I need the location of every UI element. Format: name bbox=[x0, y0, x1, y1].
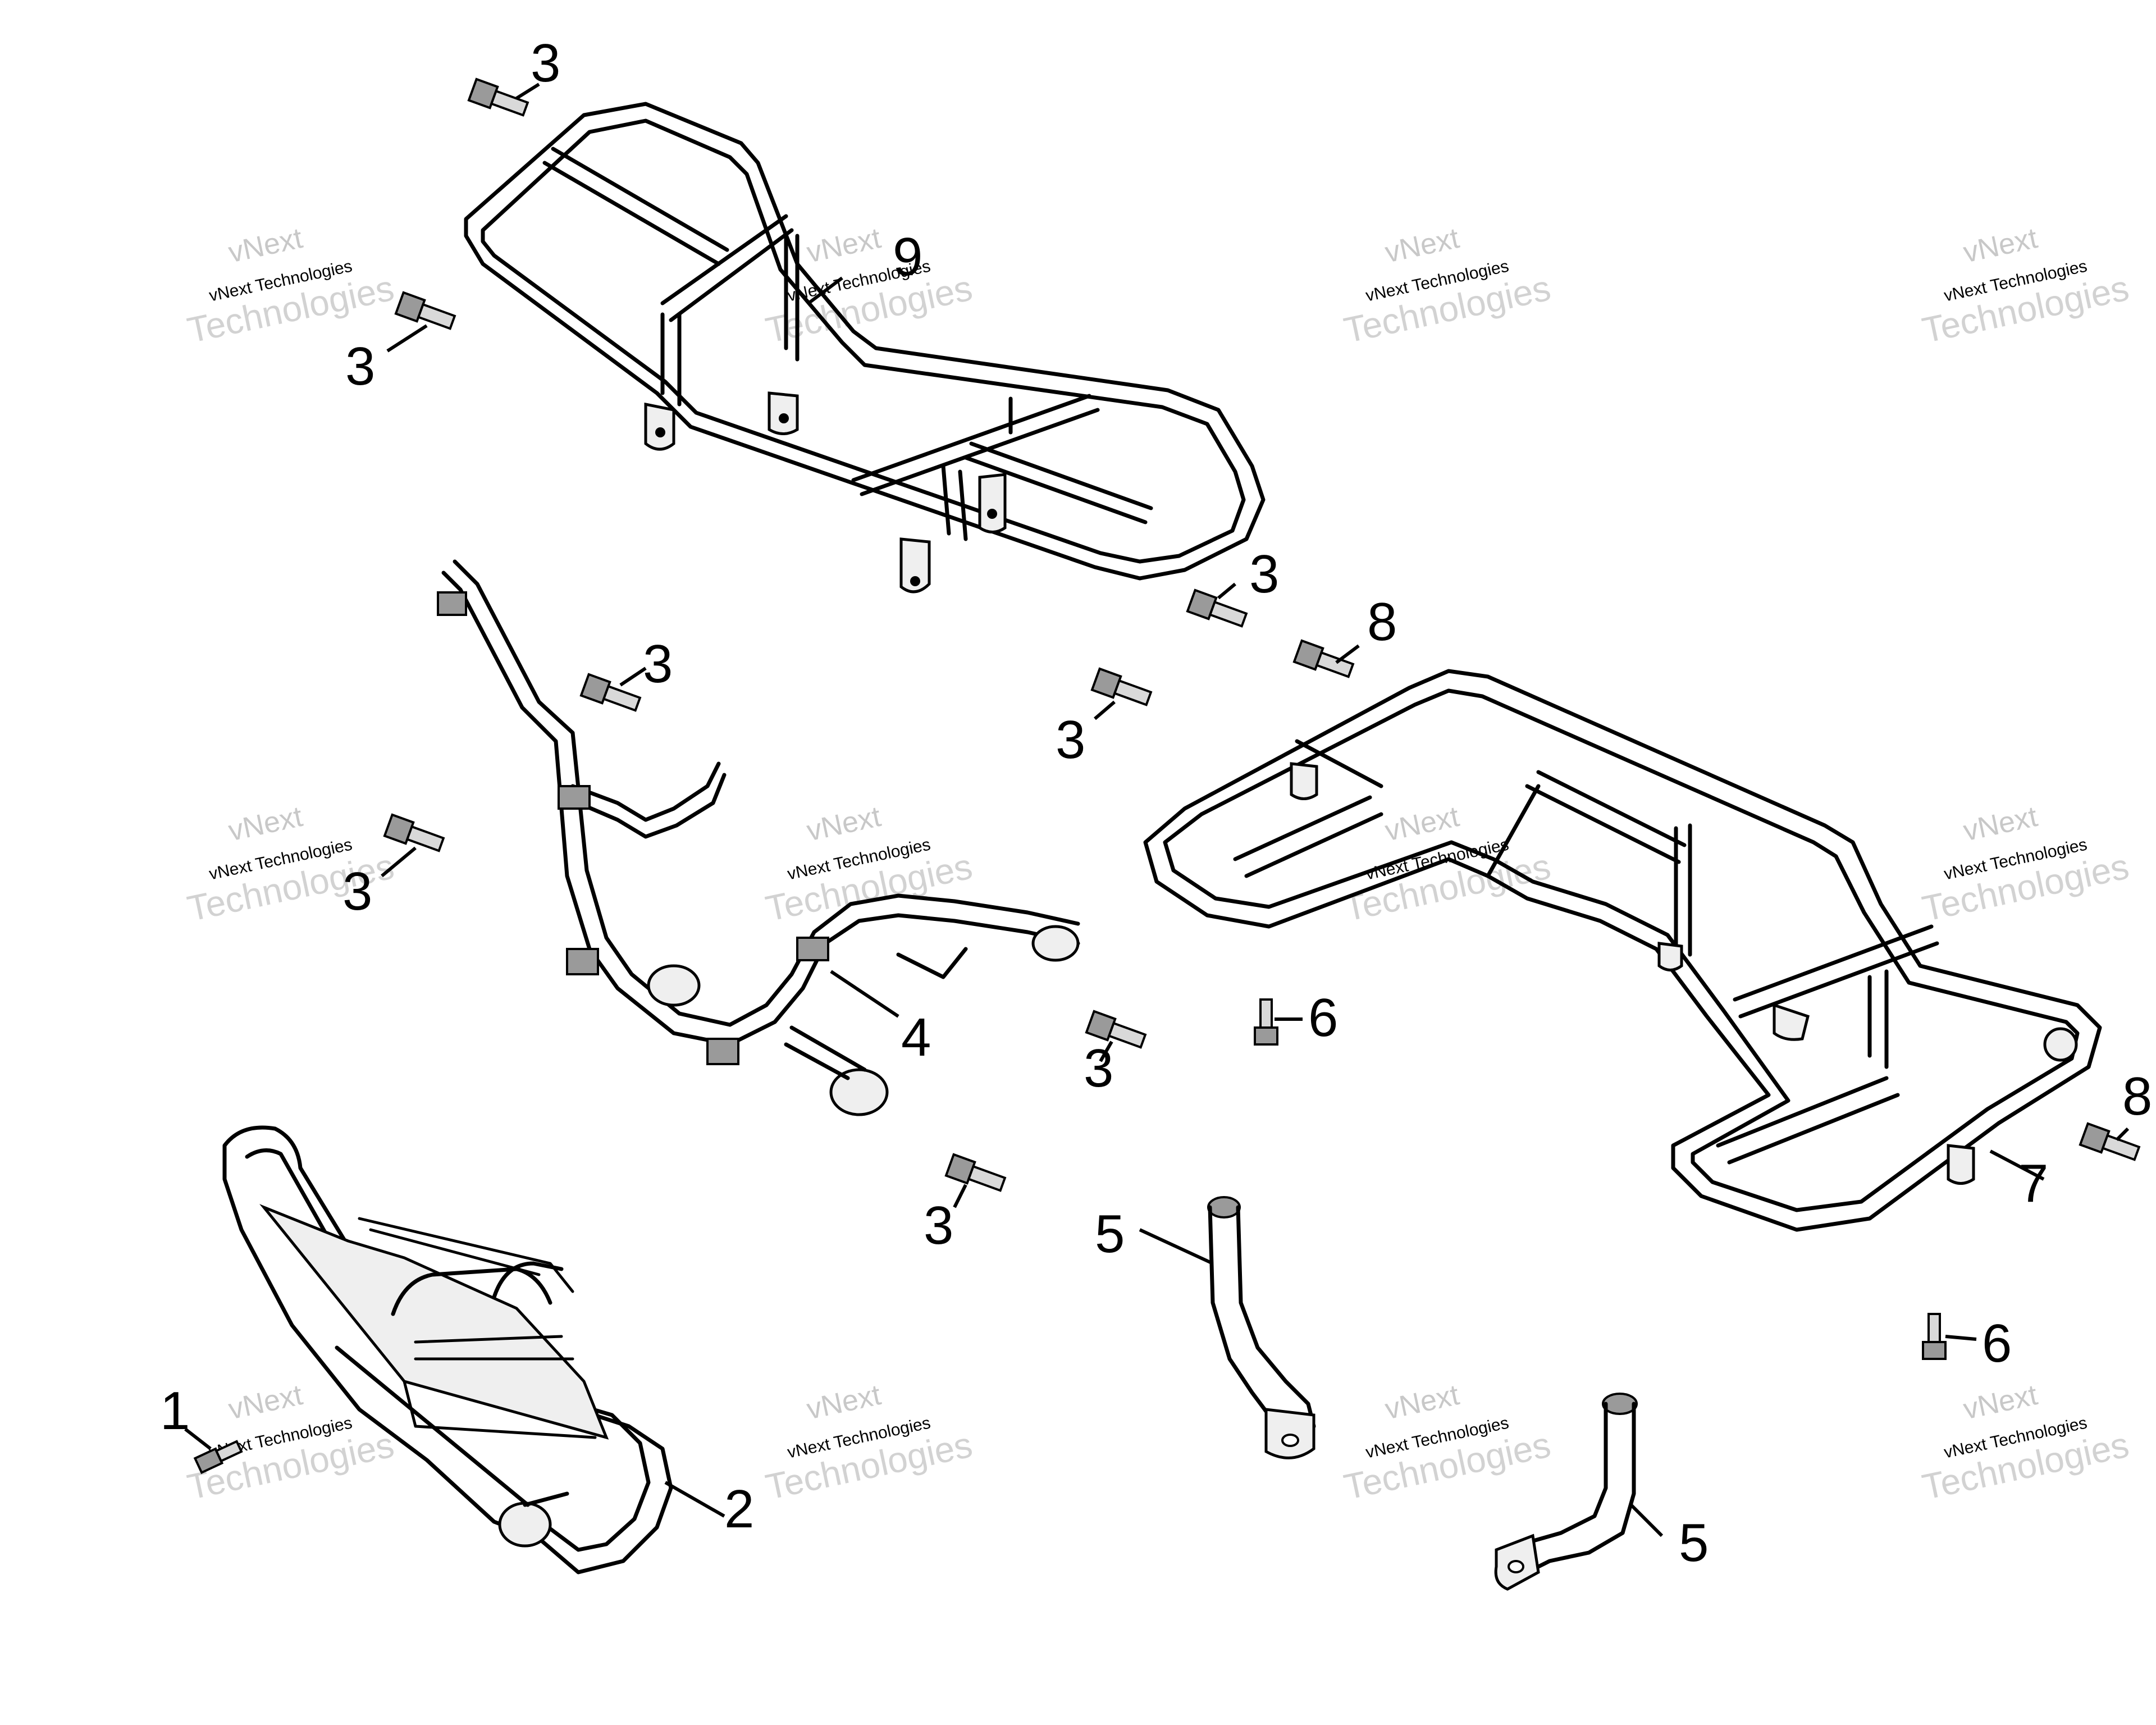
callout-3-c: 3 bbox=[643, 634, 673, 694]
bolt-part-3-a bbox=[467, 77, 529, 117]
callout-1: 1 bbox=[160, 1381, 190, 1441]
callout-3-g: 3 bbox=[1084, 1038, 1113, 1098]
callout-8-b: 8 bbox=[2122, 1066, 2152, 1126]
watermark-brand: vNext bbox=[1961, 1379, 2041, 1426]
bolt-part-8-b bbox=[2079, 1122, 2141, 1161]
callout-5-a: 5 bbox=[1095, 1204, 1125, 1264]
watermark-brand: vNext bbox=[804, 1379, 884, 1426]
watermark-brand: vNext bbox=[804, 800, 884, 847]
leader-8-a bbox=[1335, 644, 1360, 664]
bolt-part-3-b bbox=[394, 291, 456, 330]
callout-3-h: 3 bbox=[924, 1195, 953, 1256]
leader-1 bbox=[184, 1427, 212, 1450]
watermark-brand: vNext bbox=[1382, 1379, 1463, 1426]
watermark-mid-right-2: vNext vNext Technologies Technologies bbox=[1919, 800, 2132, 929]
rear-rack-part-7 bbox=[1143, 669, 2102, 1232]
bolt-part-3-d bbox=[383, 813, 445, 852]
watermark-brand: vNext bbox=[1382, 800, 1463, 847]
bolt-part-6-a bbox=[1254, 998, 1278, 1046]
callout-6-a: 6 bbox=[1308, 988, 1338, 1048]
callout-3-f: 3 bbox=[1056, 710, 1085, 770]
callout-3-a: 3 bbox=[531, 33, 560, 93]
watermark-brand: vNext bbox=[226, 800, 306, 847]
watermark-brand: vNext bbox=[1961, 222, 2041, 269]
bolt-part-3-f bbox=[1090, 667, 1153, 706]
watermark-mid-right-1: vNext vNext Technologies Technologies bbox=[1340, 800, 1554, 929]
bolt-part-3-c bbox=[579, 673, 642, 712]
callout-3-e: 3 bbox=[1249, 544, 1279, 604]
watermark-brand: vNext bbox=[226, 222, 306, 269]
callout-9: 9 bbox=[893, 227, 922, 287]
leader-3-a bbox=[515, 83, 540, 100]
watermark-top-left: vNext vNext Technologies Technologies bbox=[184, 222, 397, 350]
front-bracket-part-4 bbox=[437, 559, 1080, 1116]
watermark-bottom-right-1: vNext vNext Technologies Technologies bbox=[1340, 1379, 1554, 1507]
bolt-part-3-g bbox=[1085, 1010, 1147, 1049]
leader-3-c bbox=[619, 667, 647, 687]
leader-2 bbox=[664, 1481, 725, 1518]
callout-3-b: 3 bbox=[345, 336, 375, 396]
leader-3-d bbox=[381, 846, 417, 878]
leader-3-g bbox=[1099, 1041, 1113, 1062]
leader-5-a bbox=[1139, 1228, 1214, 1265]
leader-9 bbox=[807, 276, 843, 305]
leader-7 bbox=[1989, 1149, 2045, 1181]
watermark-bottom-left: vNext vNext Technologies Technologies bbox=[184, 1379, 397, 1507]
watermark-brand: vNext bbox=[1961, 800, 2041, 847]
bolt-part-6-b bbox=[1922, 1313, 1947, 1360]
leader-4 bbox=[830, 970, 899, 1018]
watermark-bottom-right-2: vNext vNext Technologies Technologies bbox=[1919, 1379, 2132, 1507]
callout-8-a: 8 bbox=[1367, 592, 1397, 652]
leader-3-h bbox=[953, 1184, 967, 1208]
watermark-brand: vNext bbox=[226, 1379, 306, 1426]
callout-4: 4 bbox=[901, 1007, 931, 1067]
leader-5-b bbox=[1629, 1503, 1664, 1537]
callout-5-b: 5 bbox=[1679, 1513, 1709, 1573]
watermark-bottom-center: vNext vNext Technologies Technologies bbox=[762, 1379, 975, 1507]
leader-8-b bbox=[2115, 1127, 2130, 1142]
bracket-part-5-b bbox=[1494, 1393, 1638, 1591]
front-rack-part-9 bbox=[464, 102, 1266, 594]
watermark-mid-center: vNext vNext Technologies Technologies bbox=[762, 800, 975, 929]
leader-3-b bbox=[386, 324, 428, 353]
bolt-part-3-h bbox=[944, 1153, 1007, 1192]
callout-7: 7 bbox=[2018, 1153, 2048, 1213]
bolt-part-8-a bbox=[1292, 639, 1355, 678]
bracket-part-5-a bbox=[1207, 1196, 1316, 1459]
leader-3-e bbox=[1217, 582, 1236, 600]
callout-2: 2 bbox=[724, 1479, 754, 1539]
bolt-part-1 bbox=[193, 1440, 243, 1475]
callout-6-b: 6 bbox=[1982, 1313, 2012, 1373]
leader-3-f bbox=[1094, 700, 1116, 720]
front-bumper-part-2 bbox=[222, 1125, 673, 1575]
bolt-part-3-e bbox=[1186, 588, 1248, 628]
callout-3-d: 3 bbox=[342, 861, 372, 921]
watermark-top-right-2: vNext vNext Technologies Technologies bbox=[1919, 222, 2132, 350]
watermark-top-right-1: vNext vNext Technologies Technologies bbox=[1340, 222, 1554, 350]
watermark-brand: vNext bbox=[1382, 222, 1463, 269]
leader-6-b bbox=[1945, 1335, 1977, 1341]
watermark-brand: vNext bbox=[804, 222, 884, 269]
